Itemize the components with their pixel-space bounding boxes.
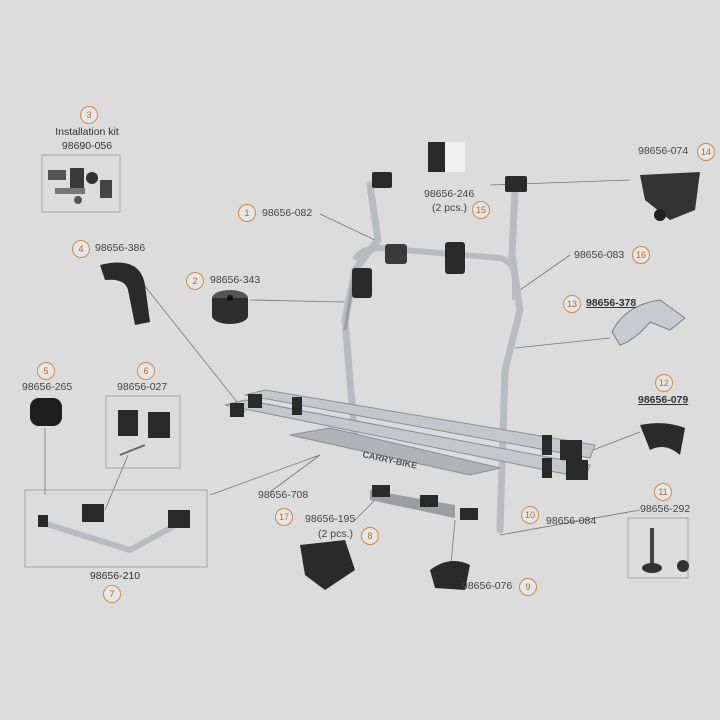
part-code-13: 98656-378 bbox=[586, 297, 637, 309]
part-5-knob bbox=[30, 398, 62, 426]
part-number-7: 7 bbox=[103, 585, 121, 603]
part-code-11: 98656-292 bbox=[640, 503, 691, 515]
part-code-6: 98656-027 bbox=[117, 381, 168, 393]
part-number-6: 6 bbox=[137, 362, 155, 380]
part-9-pad bbox=[430, 561, 470, 590]
part-code-7: 98656-210 bbox=[89, 570, 141, 582]
part-15-pads bbox=[428, 142, 465, 172]
part-8-pad bbox=[300, 540, 355, 590]
part-4-strap bbox=[100, 262, 150, 325]
part-3-outline bbox=[41, 154, 121, 213]
installation-kit-illustration bbox=[48, 168, 112, 204]
part-code-16: 98656-083 bbox=[574, 249, 625, 261]
part-code-2: 98656-343 bbox=[210, 274, 261, 286]
part-number-9: 9 bbox=[519, 578, 537, 596]
part-11-bolt bbox=[627, 517, 689, 579]
part-number-17: 17 bbox=[275, 508, 293, 526]
part-number-2: 2 bbox=[186, 272, 204, 290]
part-code-4: 98656-386 bbox=[95, 242, 146, 254]
part-number-3: 3 bbox=[80, 106, 98, 124]
part-7-outline bbox=[24, 489, 208, 568]
part-number-14: 14 bbox=[697, 143, 715, 161]
part-number-13: 13 bbox=[563, 295, 581, 313]
part-qty-8: (2 pcs.) bbox=[318, 528, 354, 540]
part-code-5: 98656-265 bbox=[22, 381, 73, 393]
part-code-9: 98656-076 bbox=[462, 580, 513, 592]
part-number-12: 12 bbox=[655, 374, 673, 392]
carrier-frame bbox=[224, 172, 596, 534]
part-code-1: 98656-082 bbox=[262, 207, 313, 219]
part-number-4: 4 bbox=[72, 240, 90, 258]
part-number-1: 1 bbox=[238, 204, 256, 222]
part-code-8: 98656-195 bbox=[305, 513, 356, 525]
part-number-11: 11 bbox=[654, 483, 672, 501]
part-2-cylinder bbox=[212, 290, 248, 324]
part-code-10: 98656-084 bbox=[546, 515, 597, 527]
part-code-3: 98690-056 bbox=[61, 140, 113, 152]
part-code-14: 98656-074 bbox=[638, 145, 689, 157]
part-7-lower-bar bbox=[38, 504, 190, 554]
part-6-fittings bbox=[118, 410, 170, 456]
part-number-5: 5 bbox=[37, 362, 55, 380]
part-13-key bbox=[611, 299, 686, 346]
part-14-foot bbox=[640, 172, 700, 221]
part-6-outline bbox=[105, 395, 181, 469]
part-code-12: 98656-079 bbox=[638, 394, 689, 406]
part-code-17: 98656-708 bbox=[258, 489, 309, 501]
part-number-10: 10 bbox=[521, 506, 539, 524]
part-number-15: 15 bbox=[472, 201, 490, 219]
part-qty-15: (2 pcs.) bbox=[432, 202, 468, 214]
part-number-8: 8 bbox=[361, 527, 379, 545]
part-12-cradle bbox=[640, 423, 685, 455]
part-number-16: 16 bbox=[632, 246, 650, 264]
part-title-3: Installation kit bbox=[55, 126, 119, 138]
part-code-15: 98656-246 bbox=[424, 188, 475, 200]
